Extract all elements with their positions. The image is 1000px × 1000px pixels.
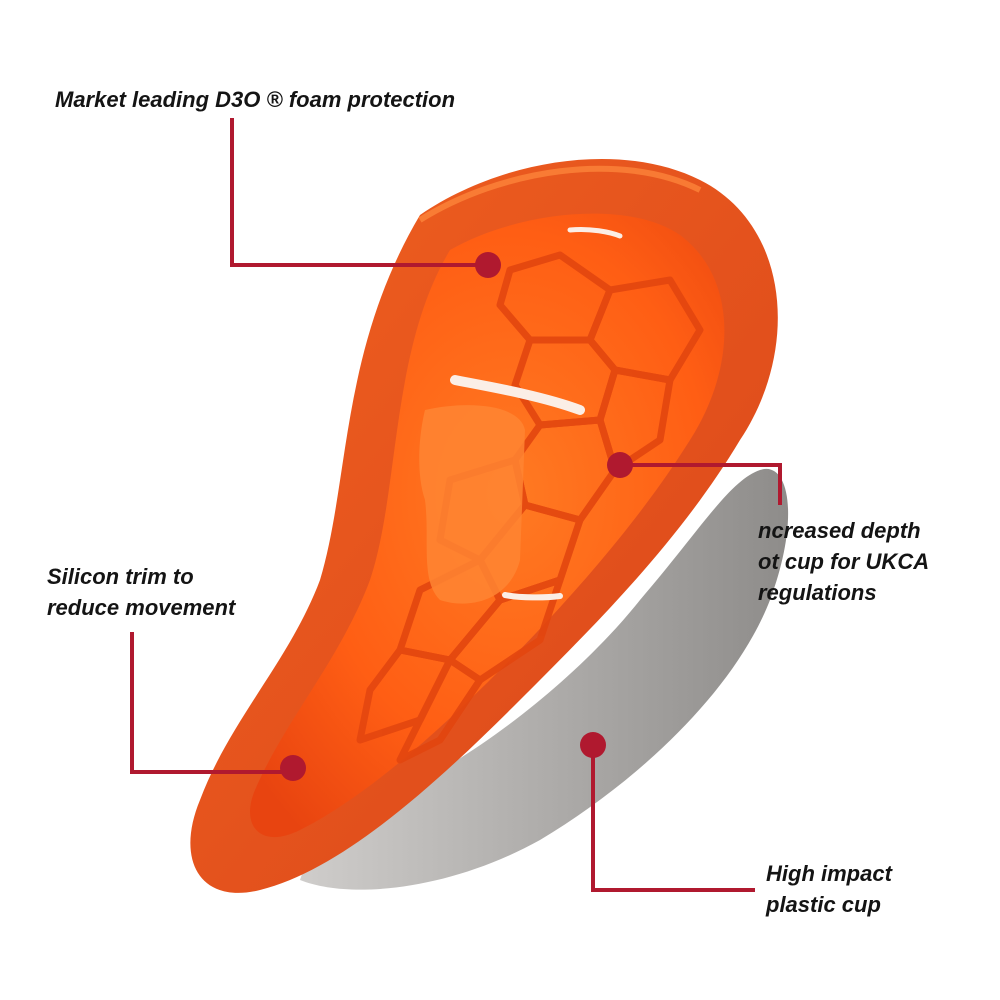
callout-depth-line-1: ncreased depth [758,518,921,543]
callout-line-depth [620,463,782,505]
callout-lines [130,118,782,892]
callout-dot-depth [607,452,633,478]
callout-dot-foam [475,252,501,278]
callout-line-cup [591,745,755,892]
callout-line-foam [230,118,488,267]
callout-foam-label: Market leading D3O ® foam protection [55,84,455,115]
callout-cup-line-2: plastic cup [766,892,881,917]
callout-cup-line-1: High impact [766,861,892,886]
callout-depth-line-2: ot cup for UKCA [758,549,930,574]
callout-dot-cup [580,732,606,758]
callout-foam-line-1: Market leading D3O ® foam protection [55,87,456,112]
callout-trim-line-1: Silicon trim to [47,564,194,589]
callout-trim-line-2: reduce movement [47,595,236,620]
callout-dots [280,252,633,781]
callout-line-trim [130,632,293,774]
callout-cup-label: High impact plastic cup [766,858,892,920]
callout-trim-label: Silicon trim to reduce movement [47,561,235,623]
foam-raised-pad [419,405,525,604]
callout-depth-label: ncreased depth ot cup for UKCA regulatio… [758,515,929,608]
callout-dot-trim [280,755,306,781]
callout-depth-line-3: regulations [758,580,877,605]
